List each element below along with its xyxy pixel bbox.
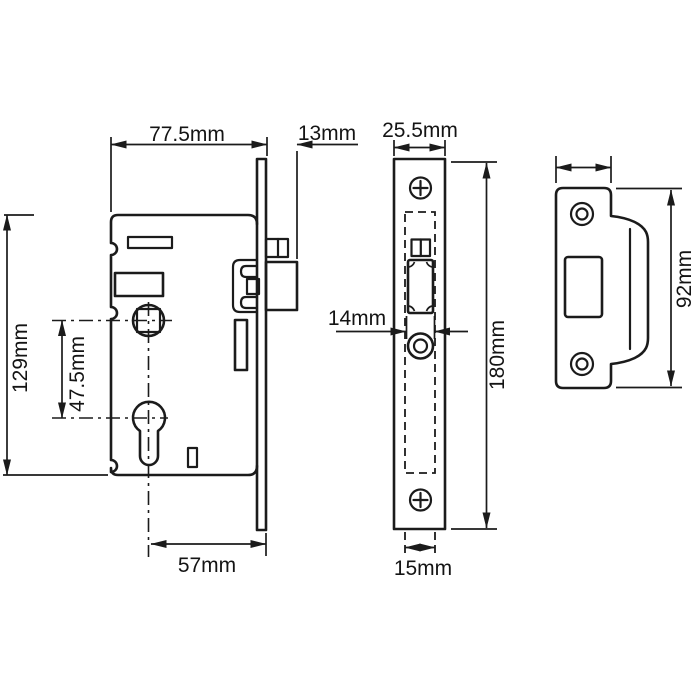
cylinder-hole-front-inner [412, 338, 429, 354]
dim-forend-height-label: 180mm [486, 320, 509, 390]
strike-screw-top-outer [569, 201, 595, 227]
lock-case-side-view [52, 157, 299, 557]
case-slot-lower [233, 318, 249, 372]
strike-view-dimensions: 92mm [555, 156, 696, 389]
screw-bottom-cross-icon [412, 491, 429, 509]
dim-latch-width-label: 14mm [328, 307, 386, 330]
screw-top-cross-icon [412, 179, 429, 197]
case-hidden-outline [404, 211, 436, 474]
dim-backset-label: 57mm [178, 554, 236, 577]
side-view-dimensions: 77.5mm 13mm 129mm 47.5mm 57mm [3, 122, 358, 577]
screw-top [408, 176, 433, 200]
strike-screw-bottom-outer [569, 351, 595, 377]
latch-spring-detail [231, 258, 259, 314]
lock-case-outline [109, 213, 259, 477]
dim-centres-label: 47.5mm [66, 336, 89, 412]
dim-latch-projection-label: 13mm [298, 122, 356, 145]
latch-follower-detail [245, 277, 261, 296]
strike-plate-outline [554, 186, 650, 390]
forend-view-dimensions: 25.5mm 14mm 180mm 15mm [328, 119, 509, 580]
strike-screw-top-inner [575, 207, 589, 221]
dim-forend-width-label: 25.5mm [382, 119, 458, 142]
strike-screw-bottom-inner [575, 357, 589, 371]
dim-case-depth-label: 77.5mm [149, 123, 225, 146]
dim-strike-height-label: 92mm [673, 250, 696, 308]
forend-front-view [392, 157, 447, 531]
latchbolt-side [264, 260, 299, 312]
cylinder-hole-front-outer [406, 332, 435, 360]
latchbolt-bevel-marks [408, 261, 433, 312]
dim-case-height-label: 129mm [9, 323, 32, 393]
strike-latch-hole [563, 255, 604, 319]
screw-bottom [408, 488, 433, 512]
case-aperture-mid [113, 271, 165, 298]
latchbolt-front [406, 258, 435, 315]
case-slot-small [186, 446, 199, 469]
case-slot-upper [126, 235, 174, 250]
dim-case-width-label: 15mm [394, 557, 452, 580]
forend-plate [392, 157, 447, 531]
faceplate-side [255, 157, 268, 532]
strike-plate-view [554, 186, 650, 390]
